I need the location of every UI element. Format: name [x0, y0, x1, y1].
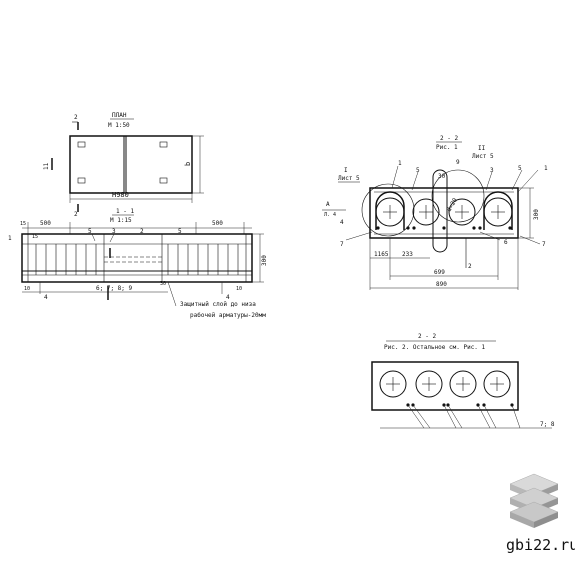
dim-233: 233: [402, 251, 413, 258]
note-cover-line2: рабочей арматуры-20мм: [190, 312, 266, 319]
fig2-subtitle: Рис. 2. Остальное см. Рис. 1: [384, 344, 486, 351]
dim-30: 30: [438, 173, 446, 180]
plan-section-mark-bottom: 2: [74, 211, 78, 218]
callout-2: 2: [140, 228, 144, 235]
sheet-ref-left: Лист 5: [338, 175, 360, 182]
lifting-loop: [159, 177, 168, 184]
detail-circle-ii: [431, 169, 485, 223]
callout-5-right: 5: [518, 165, 522, 172]
plan-view-mark: 11: [43, 162, 50, 170]
dim-d20: d=20: [446, 197, 459, 213]
dim-30: 30: [160, 281, 166, 287]
view-sheet: Л. 4: [324, 212, 336, 218]
callout-3: 3: [112, 228, 116, 235]
callout-1: 1: [8, 235, 12, 242]
section-2-2-fig2: 2 - 2 Рис. 2. Остальное см. Рис. 1: [371, 333, 555, 429]
void-4: [483, 191, 513, 230]
dim-height-300: 300: [261, 255, 268, 266]
void-3: [448, 198, 476, 226]
watermark: gbi22.ru: [506, 473, 575, 554]
void-1: [375, 191, 405, 230]
dim-500-left: 500: [40, 220, 51, 227]
dim-height-300: 300: [533, 209, 540, 220]
overall-width-890: 890: [436, 281, 447, 288]
view-letter: А: [326, 201, 330, 208]
dim-500-right: 500: [212, 220, 223, 227]
void-2: [412, 198, 440, 226]
callout-5-left: 5: [88, 228, 92, 235]
section-1-1: 1 - 1 М 1:15 500 500 15 1: [8, 208, 268, 319]
callout-6: 6: [504, 239, 508, 246]
dim-10-right: 10: [236, 286, 242, 292]
plan-scale: М 1:50: [108, 122, 130, 129]
plan-view: ПЛАН М 1:50 2 b 11 Н980 2: [43, 112, 204, 218]
dim-15: 15: [20, 221, 26, 227]
dim-15-inner: 15: [32, 234, 38, 240]
fig2-body: [371, 361, 519, 411]
callout-4-left: 4: [44, 294, 48, 301]
callout-3: 3: [490, 167, 494, 174]
stirrups-left: [35, 244, 97, 275]
callout-7-right: 7: [542, 241, 546, 248]
lifting-loop-pillar: [432, 169, 448, 253]
plan-section-mark: 2: [74, 114, 78, 121]
watermark-text: gbi22.ru: [506, 536, 575, 554]
sheet-ref-left-num: I: [344, 167, 348, 174]
callout-5-left: 5: [416, 167, 420, 174]
plan-title: ПЛАН: [112, 112, 127, 119]
section-2-2-subtitle: Рис. 1: [436, 144, 458, 151]
callout-2: 2: [468, 263, 472, 270]
callout-5-right: 5: [178, 228, 182, 235]
sheet-ref-right: Лист 5: [472, 153, 494, 160]
callout-1-right: 1: [544, 165, 548, 172]
plan-outline: [69, 135, 193, 194]
fig2-leaders: [380, 404, 552, 429]
section-2-2-fig1: 2 - 2 Рис. 1 II Лист 5 I Лист 5: [322, 135, 548, 290]
dim-1165: 1165: [374, 251, 389, 258]
section-2-2-title: 2 - 2: [440, 135, 458, 142]
sheet-ref-right-num: II: [478, 145, 486, 152]
callout-4-right: 4: [226, 294, 230, 301]
plan-width-mark: b: [184, 162, 192, 166]
stirrups-right: [167, 244, 239, 275]
dim-699: 699: [434, 269, 445, 276]
beam-body: [21, 233, 253, 283]
callout-9: 9: [456, 159, 460, 166]
callout-78: 7; 8: [540, 421, 555, 428]
callout-7-left: 7: [340, 241, 344, 248]
section-1-1-title: 1 - 1: [116, 208, 134, 215]
dim-10-left: 10: [24, 286, 30, 292]
callout-6789: 6; 7; 8; 9: [96, 285, 133, 292]
fig2-title: 2 - 2: [418, 333, 436, 340]
callout-4: 4: [340, 219, 344, 226]
lifting-loop: [77, 141, 86, 148]
lifting-loop: [77, 177, 86, 184]
detail-circle-i: [361, 183, 415, 237]
note-cover-line1: Защитный слой до низа: [180, 301, 256, 308]
callout-1: 1: [398, 160, 402, 167]
section-body: [369, 187, 519, 239]
section-1-1-scale: М 1:15: [110, 217, 132, 224]
plan-length: Н980: [112, 191, 129, 199]
fig2-voids: [379, 370, 511, 398]
lifting-loop: [159, 141, 168, 148]
watermark-logo-icon: [509, 473, 559, 528]
